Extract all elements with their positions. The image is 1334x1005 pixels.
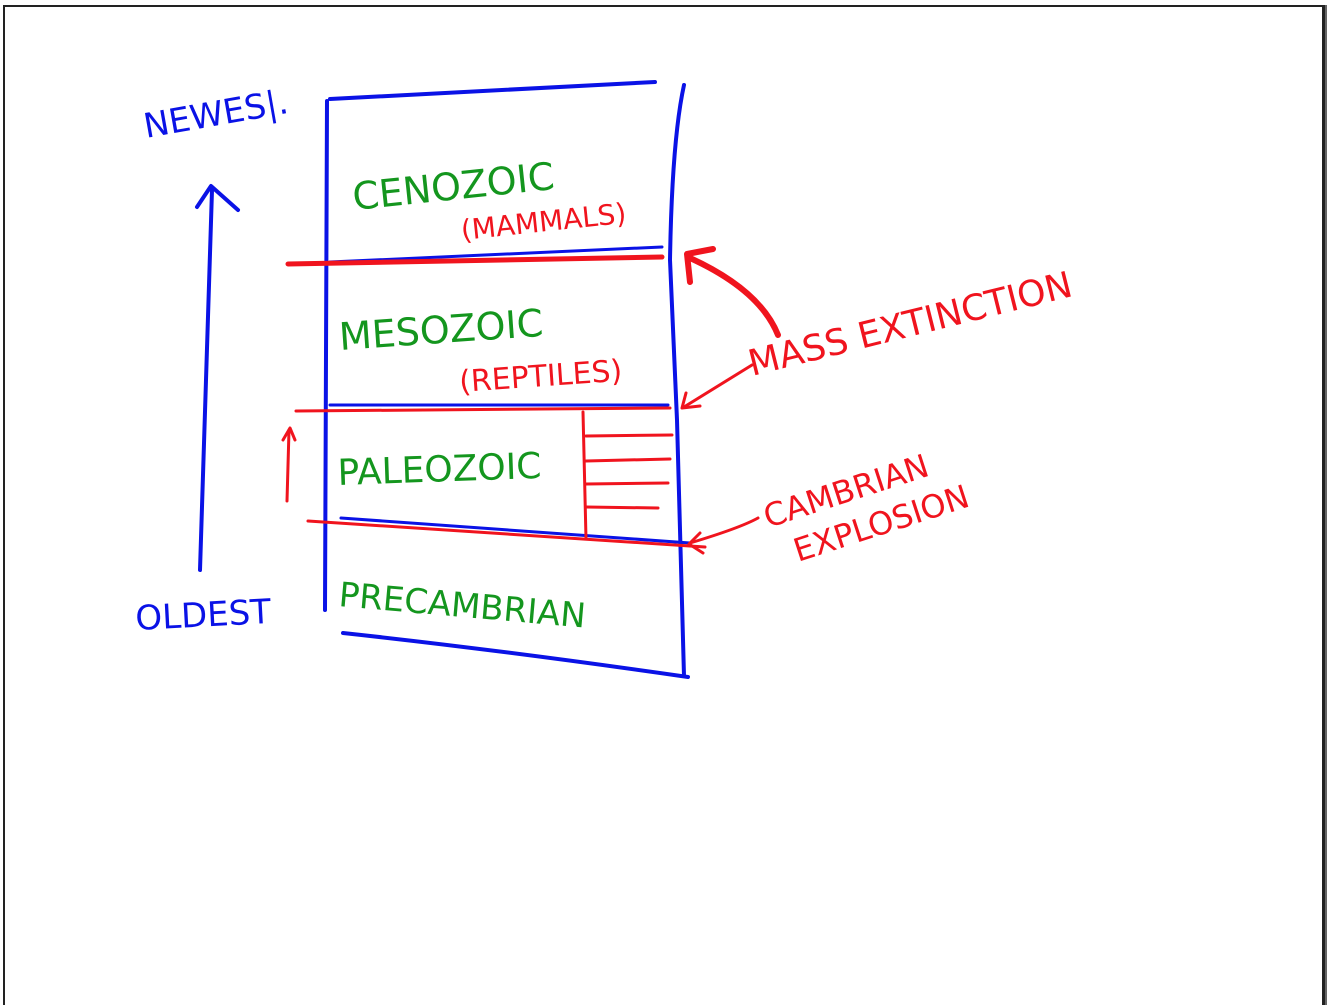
- cambrian-explosion-line: [306, 519, 707, 549]
- cambrian-arrow-head: [687, 531, 705, 555]
- oldest-label: OLDEST: [134, 592, 272, 639]
- paleozoic-precambrian-boundary: [339, 516, 692, 545]
- column-bottom-edge: [341, 631, 690, 679]
- mass-extinction-arrows: [680, 246, 781, 410]
- mass-extinction-label: MASS EXTINCTION: [744, 265, 1076, 385]
- hatch-line: [584, 457, 672, 463]
- column-right-edge: [668, 83, 686, 678]
- mass-extinction-small-arrow: [682, 363, 754, 409]
- newest-label: NEWES|.: [141, 82, 292, 147]
- time-arrow-head: [195, 184, 240, 212]
- mass-extinction-big-arrow: [687, 255, 781, 338]
- whiteboard-frame: [3, 5, 1325, 1005]
- column-left-edge: [323, 99, 329, 612]
- time-arrow-shaft: [198, 188, 214, 572]
- mass-extinction-line-lower: [294, 406, 672, 413]
- cambrian-arrow-shaft: [688, 516, 760, 545]
- cambrian-explosion-arrow: [687, 516, 760, 555]
- column-top-edge: [328, 80, 657, 101]
- paleozoic-arrow-shaft: [285, 428, 291, 503]
- mass-extinction-small-arrowhead: [680, 391, 702, 410]
- mass-extinction-big-arrowhead: [684, 246, 716, 285]
- hatch-line: [584, 433, 674, 438]
- era-name-mesozoic: MESOZOIC: [338, 301, 545, 359]
- era-name-paleozoic: PALEOZOIC: [337, 446, 542, 494]
- cenozoic-mesozoic-boundary: [328, 245, 664, 264]
- era-note-mesozoic: (REPTILES): [458, 354, 623, 400]
- paleozoic-arrow-head: [281, 426, 297, 442]
- era-name-precambrian: PRECAMBRIAN: [337, 575, 587, 636]
- red-boundaries: [285, 254, 707, 549]
- time-column: [323, 80, 692, 679]
- time-arrow: [195, 184, 240, 572]
- hatch-line: [584, 505, 660, 510]
- hatch-vertical: [581, 410, 588, 541]
- paleozoic-up-arrow: [281, 426, 297, 503]
- hatch-line: [584, 481, 670, 486]
- mass-extinction-line-upper: [285, 254, 665, 267]
- cambrian-hatch: [581, 410, 674, 541]
